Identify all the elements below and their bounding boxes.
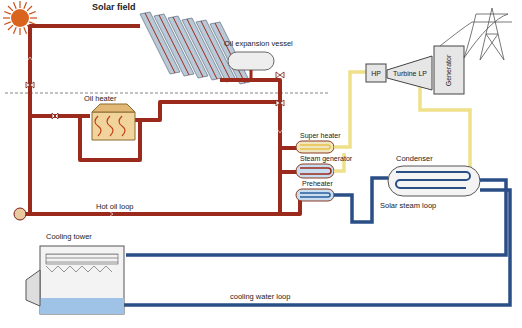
generator-box: Generator bbox=[434, 46, 464, 94]
cooling-tower bbox=[26, 246, 124, 314]
part-label: Steam generator bbox=[300, 155, 352, 163]
part-label: Super heater bbox=[300, 132, 340, 140]
cooling-pipes bbox=[110, 180, 510, 305]
part-label: Condenser bbox=[396, 155, 433, 163]
part-label: Hot oil loop bbox=[96, 203, 134, 211]
node-text: Turbine LP bbox=[393, 70, 427, 77]
oil-pump bbox=[14, 208, 26, 220]
node-text: Generator bbox=[446, 54, 453, 86]
pipe-arrows bbox=[28, 57, 282, 216]
valves bbox=[26, 72, 284, 119]
part-label: Preheater bbox=[302, 180, 333, 188]
part-label: Cooling tower bbox=[46, 233, 92, 241]
oil-heater bbox=[92, 104, 135, 140]
part-label: cooling water loop bbox=[230, 293, 290, 301]
node-text: HP bbox=[371, 70, 381, 77]
part-label: Oil expansion vessel bbox=[224, 40, 293, 48]
heat-exchangers bbox=[296, 141, 334, 201]
turbine-generator bbox=[366, 46, 464, 94]
power-pylon bbox=[440, 8, 512, 60]
part-label: Oil heater bbox=[84, 95, 117, 103]
turbine-box: Turbine LP bbox=[390, 66, 430, 80]
oil-pipes bbox=[22, 26, 300, 214]
turbine-box: HP bbox=[366, 64, 386, 82]
part-label: Solar steam loop bbox=[380, 202, 436, 210]
part-label: Solar field bbox=[92, 3, 136, 13]
condensate-pipes bbox=[334, 178, 388, 222]
condenser bbox=[388, 166, 480, 196]
expansion-vessel bbox=[228, 52, 274, 80]
